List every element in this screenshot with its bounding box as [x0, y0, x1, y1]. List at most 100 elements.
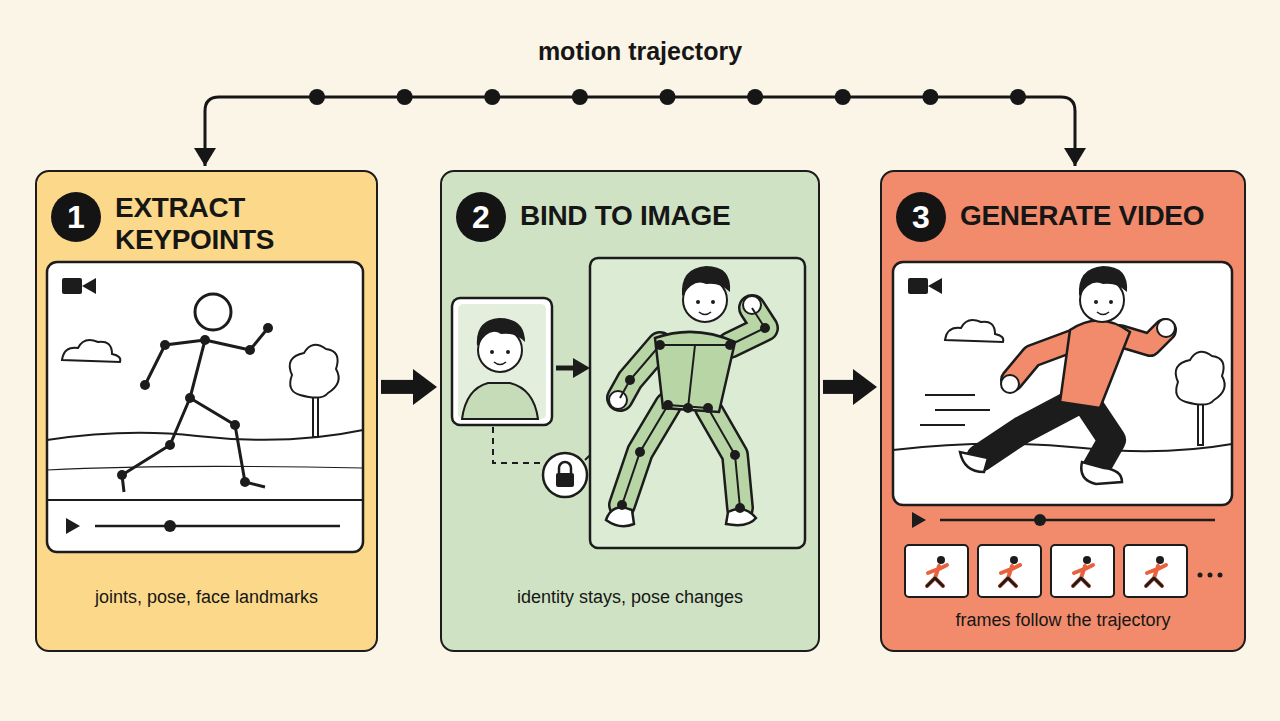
illustration-part — [1094, 300, 1098, 304]
arrow-head — [194, 148, 216, 166]
illustration-part — [620, 308, 765, 508]
illustration-part — [980, 402, 1112, 468]
step-panel: 1EXTRACT KEYPOINTSjoints, pose, face lan… — [35, 170, 378, 652]
illustration-part — [978, 545, 1041, 597]
connector — [823, 369, 877, 405]
illustration-part — [1146, 578, 1162, 586]
trajectory-dot — [572, 89, 588, 105]
illustration-part — [609, 391, 627, 409]
illustration-part — [699, 312, 711, 315]
arrow-head — [413, 369, 437, 405]
trajectory-dot — [835, 89, 851, 105]
illustration-part — [122, 294, 268, 492]
illustration-part — [606, 508, 756, 527]
step-caption: identity stays, pose changes — [442, 587, 818, 608]
illustration-part — [625, 375, 635, 385]
step-heading: EXTRACT KEYPOINTS — [115, 192, 315, 256]
illustration-part — [1010, 556, 1018, 564]
connector — [194, 89, 1086, 166]
illustration-part — [230, 420, 240, 430]
illustration-part — [620, 308, 765, 508]
illustration-part — [1000, 565, 1020, 586]
illustration-part — [620, 308, 765, 508]
illustration-part — [1218, 573, 1223, 578]
illustration-part — [493, 427, 543, 463]
illustration-part — [1073, 565, 1093, 586]
trajectory-dot — [397, 89, 413, 105]
trajectory-dot — [660, 89, 676, 105]
step-number: 2 — [456, 192, 506, 242]
arrow-head — [1064, 148, 1086, 166]
step-number: 3 — [896, 192, 946, 242]
illustration-part — [937, 556, 945, 564]
illustration-part — [263, 323, 273, 333]
illustration-part — [912, 512, 926, 528]
illustration-part — [1034, 514, 1046, 526]
illustration-part — [620, 308, 765, 508]
illustration-part — [617, 323, 770, 513]
illustration-part — [185, 393, 195, 403]
illustration-part — [655, 332, 735, 412]
illustration-part — [62, 340, 120, 362]
trajectory-dot — [309, 89, 325, 105]
illustration-part — [140, 380, 150, 390]
illustration-part — [490, 350, 494, 354]
illustration-part — [47, 466, 363, 470]
illustration-part — [47, 262, 363, 552]
illustration-part — [905, 545, 968, 597]
illustration-part — [1176, 352, 1225, 405]
illustration-part — [682, 266, 730, 296]
illustration-part — [730, 450, 740, 460]
illustration-part — [1146, 565, 1166, 586]
illustration-part — [908, 278, 928, 294]
illustration-part — [1001, 375, 1019, 393]
illustration-part — [160, 340, 170, 350]
illustration-part — [905, 545, 968, 597]
illustration-part — [1208, 573, 1213, 578]
illustration-part — [82, 278, 96, 294]
illustration-part — [1079, 266, 1127, 296]
illustration-part — [122, 328, 268, 492]
illustration-part — [1109, 300, 1113, 304]
illustration-part — [245, 345, 255, 355]
illustration-part — [117, 323, 273, 487]
trajectory-dot — [747, 89, 763, 105]
illustration-part — [195, 294, 231, 330]
illustration-part — [1124, 545, 1187, 597]
illustration-part — [760, 323, 770, 333]
illustration-part — [556, 473, 574, 487]
step-caption: joints, pose, face landmarks — [37, 587, 376, 608]
illustration-part — [920, 424, 965, 426]
illustration-part — [240, 477, 250, 487]
illustration-part — [506, 350, 510, 354]
illustration-part — [494, 362, 506, 365]
illustration-part — [95, 525, 340, 528]
illustration-part — [945, 320, 1003, 342]
step-panel: 2BIND TO IMAGEidentity stays, pose chang… — [440, 170, 820, 652]
illustration-part — [1198, 573, 1203, 578]
edge-label: motion trajectory — [534, 37, 746, 66]
illustration-part — [696, 300, 700, 304]
illustration-part — [927, 578, 943, 586]
illustration-part — [620, 308, 765, 508]
illustration-part — [1073, 578, 1089, 586]
illustration-part — [590, 258, 805, 548]
illustration-part — [960, 452, 1122, 484]
illustration-part — [635, 447, 645, 457]
illustration-part — [477, 318, 525, 346]
illustration-part — [290, 345, 339, 398]
illustration-part — [117, 470, 127, 480]
illustration-part — [1051, 545, 1114, 597]
illustration-part — [893, 262, 1232, 505]
illustration-part — [1051, 545, 1114, 597]
illustration-part — [735, 503, 745, 513]
step-caption: frames follow the trajectory — [882, 610, 1244, 631]
illustration-part — [1000, 578, 1016, 586]
illustration-part — [1156, 556, 1164, 564]
illustration-part — [725, 340, 735, 350]
illustration-part — [928, 278, 942, 294]
illustration-part — [200, 335, 210, 345]
generated-video — [880, 170, 1246, 652]
illustration-part — [164, 520, 176, 532]
illustration-part — [920, 395, 990, 425]
